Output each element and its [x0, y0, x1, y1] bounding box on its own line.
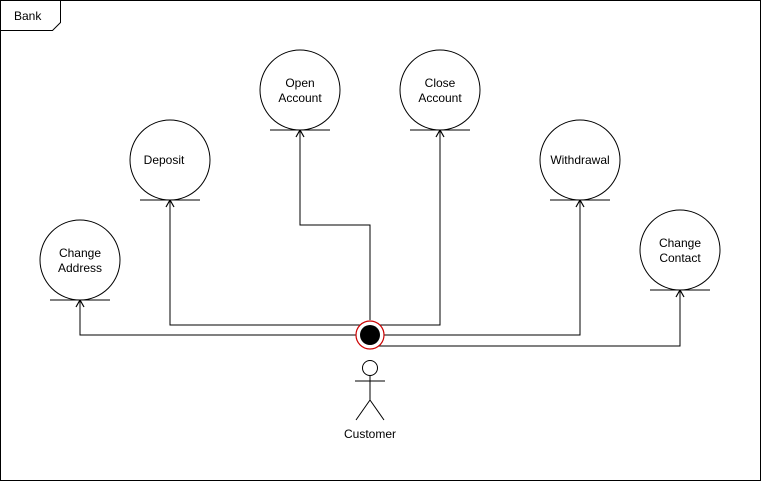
- entity-change-contact-label-line2: Contact: [659, 251, 701, 265]
- entity-close-account-label-line1: Close: [425, 76, 456, 90]
- actor-head: [362, 360, 378, 376]
- connector-close-account: [370, 128, 445, 326]
- frame-label: Bank: [14, 9, 42, 23]
- entity-close-account-circle: [399, 49, 481, 131]
- actor-left-leg: [355, 399, 371, 421]
- actor-customer[interactable]: [355, 360, 385, 421]
- entity-close-account[interactable]: Close Account: [399, 49, 481, 131]
- entity-open-account-circle: [259, 49, 341, 131]
- frame-label-tab: [0, 0, 61, 31]
- entity-change-address-label-line2: Address: [58, 261, 102, 275]
- junction-inner-dot: [360, 325, 380, 345]
- actor-label: Customer: [344, 427, 396, 441]
- entity-open-account-label-line1: Open: [285, 76, 314, 90]
- connectors: [75, 128, 685, 347]
- entity-change-address[interactable]: Change Address: [39, 219, 121, 301]
- junction-node[interactable]: [355, 320, 385, 350]
- entity-change-address-circle: [39, 219, 121, 301]
- entity-change-contact-circle: [639, 209, 721, 291]
- entity-change-contact[interactable]: Change Contact: [639, 209, 721, 291]
- entity-change-address-label-line1: Change: [59, 246, 101, 260]
- connector-open-account: [295, 128, 371, 320]
- actor-right-leg: [369, 399, 385, 421]
- entity-withdrawal[interactable]: Withdrawal: [539, 119, 621, 201]
- entity-deposit[interactable]: Deposit: [129, 119, 211, 201]
- entity-change-contact-label-line1: Change: [659, 236, 701, 250]
- entity-open-account-label-line2: Account: [278, 91, 322, 105]
- connector-deposit: [165, 198, 370, 326]
- entity-deposit-label: Deposit: [144, 153, 185, 167]
- entity-close-account-label-line2: Account: [418, 91, 462, 105]
- entity-withdrawal-label: Withdrawal: [550, 153, 609, 167]
- connector-withdrawal: [370, 198, 585, 336]
- connector-change-contact: [370, 288, 685, 347]
- connector-change-address: [75, 298, 370, 336]
- entity-open-account[interactable]: Open Account: [259, 49, 341, 131]
